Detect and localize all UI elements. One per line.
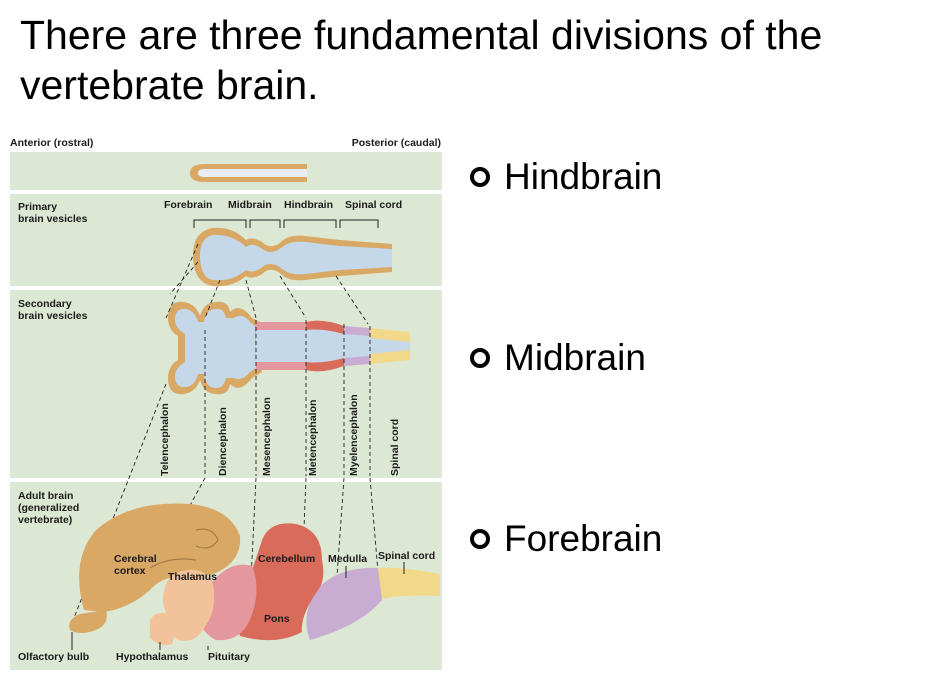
posterior-label: Posterior (caudal) — [352, 137, 441, 149]
label-hindbrain: Hindbrain — [284, 199, 333, 211]
secondary-vesicles — [168, 301, 410, 395]
label-telencephalon: Telencephalon — [159, 403, 171, 476]
bullet-label: Forebrain — [504, 518, 663, 559]
label-hypothalamus: Hypothalamus — [116, 651, 189, 663]
slide-title: There are three fundamental divisions of… — [20, 12, 823, 108]
label-olfactory-bulb: Olfactory bulb — [18, 651, 89, 663]
bullet-label: Hindbrain — [504, 156, 663, 197]
label-spinal-cord-secondary: Spinal cord — [389, 419, 401, 476]
bullet-circle-icon — [470, 529, 490, 549]
label-thalamus: Thalamus — [168, 571, 217, 583]
bullet-item: Forebrain — [470, 516, 662, 562]
brain-development-diagram: Anterior (rostral) Posterior (caudal) Pr… — [10, 137, 442, 670]
bullet-label: Midbrain — [504, 337, 646, 378]
primary-brackets — [193, 219, 379, 228]
label-pituitary: Pituitary — [208, 651, 250, 663]
label-pons: Pons — [264, 613, 290, 625]
adult-brain — [69, 503, 440, 646]
label-myelencephalon: Myelencephalon — [348, 394, 360, 476]
secondary-row-label: Secondary brain vesicles — [18, 298, 88, 322]
label-midbrain: Midbrain — [228, 199, 272, 211]
bullet-item: Hindbrain — [470, 154, 662, 200]
label-forebrain: Forebrain — [164, 199, 212, 211]
label-cerebral-cortex: Cerebral cortex — [114, 553, 160, 577]
bullet-circle-icon — [470, 348, 490, 368]
anterior-label: Anterior (rostral) — [10, 137, 93, 149]
adult-row-label: Adult brain (generalized vertebrate) — [18, 490, 82, 526]
bullet-item: Midbrain — [470, 335, 646, 381]
bullet-circle-icon — [470, 167, 490, 187]
label-diencephalon: Diencephalon — [217, 407, 229, 476]
label-metencephalon: Metencephalon — [307, 400, 319, 476]
label-medulla: Medulla — [328, 553, 367, 565]
primary-vesicles — [192, 227, 392, 287]
neural-tube — [190, 164, 307, 182]
secondary-dividers — [204, 320, 371, 476]
label-mesencephalon: Mesencephalon — [261, 397, 273, 476]
adult-leaders — [71, 562, 405, 650]
label-cerebellum: Cerebellum — [258, 553, 315, 565]
label-spinal-cord-adult: Spinal cord — [378, 550, 435, 562]
label-spinal-cord-primary: Spinal cord — [345, 199, 402, 211]
bullet-list: Hindbrain Midbrain Forebrain — [470, 0, 930, 684]
primary-row-label: Primary brain vesicles — [18, 201, 88, 225]
